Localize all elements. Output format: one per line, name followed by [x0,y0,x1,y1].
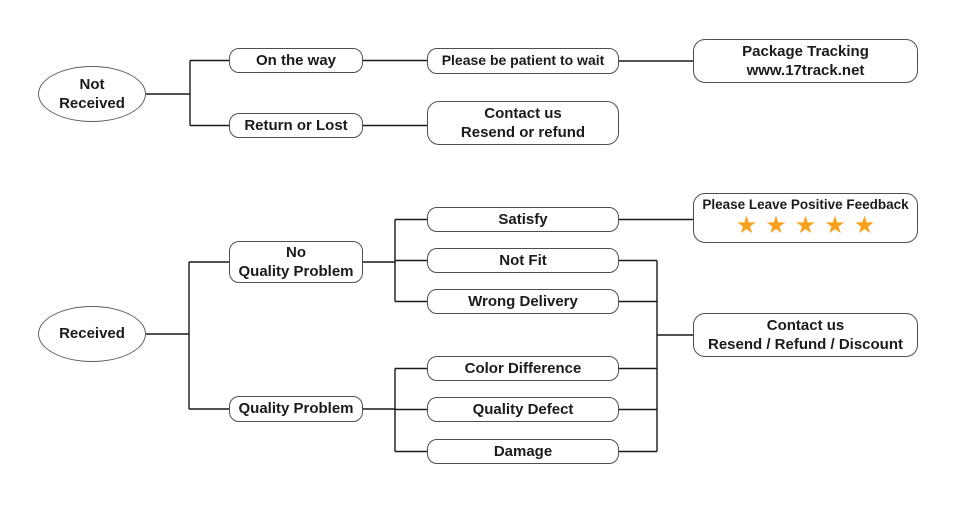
node-contact-us-resend-refund: Contact us Resend or refund [427,101,619,145]
node-not-fit: Not Fit [427,248,619,273]
node-wrong-delivery: Wrong Delivery [427,289,619,314]
node-please-be-patient: Please be patient to wait [427,48,619,74]
node-positive-feedback: Please Leave Positive Feedback ★★★★★ [693,193,918,243]
node-contact-us-resend-refund-discount: Contact us Resend / Refund / Discount [693,313,918,357]
node-quality-problem: Quality Problem [229,396,363,422]
node-on-the-way: On the way [229,48,363,73]
node-satisfy: Satisfy [427,207,619,232]
node-no-quality-problem: No Quality Problem [229,241,363,283]
node-package-tracking: Package Tracking www.17track.net [693,39,918,83]
feedback-label: Please Leave Positive Feedback [702,197,909,212]
node-damage: Damage [427,439,619,464]
node-quality-defect: Quality Defect [427,397,619,422]
star-rating: ★★★★★ [735,212,884,240]
node-return-or-lost: Return or Lost [229,113,363,138]
connector-path [146,59,693,453]
node-not-received: Not Received [38,66,146,122]
node-received: Received [38,306,146,362]
node-color-difference: Color Difference [427,356,619,381]
